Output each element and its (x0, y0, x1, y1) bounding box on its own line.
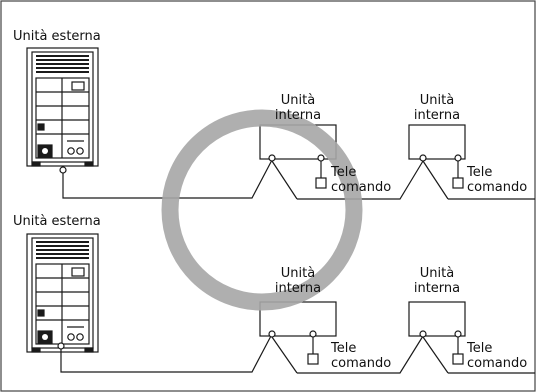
correct-ring-symbol (161, 109, 363, 311)
wiring-bottom (57, 301, 535, 374)
indoor-unit-2-line2: interna (413, 108, 461, 123)
indoor-unit-2-box (408, 124, 466, 160)
remote-3-line1: Tele (331, 341, 357, 356)
remote-2-box (452, 177, 464, 189)
indoor-unit-4-line1: Unità (419, 266, 455, 281)
remote-4-box (452, 353, 464, 365)
remote-4-line1: Tele (467, 341, 493, 356)
remote-4-line2: comando (467, 356, 528, 371)
remote-1-line1: Tele (331, 165, 357, 180)
remote-1-line2: comando (331, 180, 392, 195)
indoor-unit-4-box (408, 301, 466, 337)
indoor-unit-3-label: Unità interna (268, 266, 328, 296)
remote-1-label: Tele comando (331, 165, 391, 195)
indoor-unit-2-label: Unità interna (407, 93, 467, 123)
outdoor-unit-2-label: Unità esterna (13, 214, 101, 229)
outdoor-unit-1-drawing (26, 47, 99, 167)
wiring-top (59, 124, 535, 200)
remote-3-label: Tele comando (331, 341, 391, 371)
remote-2-line1: Tele (467, 165, 493, 180)
remote-1-box (315, 177, 327, 189)
indoor-unit-1-line2: interna (274, 108, 322, 123)
indoor-unit-4-label: Unità interna (407, 266, 467, 296)
remote-2-line2: comando (467, 180, 528, 195)
remote-4-label: Tele comando (467, 341, 527, 371)
remote-3-line2: comando (331, 356, 392, 371)
outdoor-unit-2-drawing (26, 233, 99, 353)
indoor-unit-1-line1: Unità (280, 93, 316, 108)
outdoor-unit-1-label: Unità esterna (13, 29, 101, 44)
indoor-unit-4-line2: interna (413, 281, 461, 296)
indoor-unit-3-line2: interna (274, 281, 322, 296)
remote-2-label: Tele comando (467, 165, 527, 195)
indoor-unit-3-line1: Unità (280, 266, 316, 281)
indoor-unit-1-label: Unità interna (268, 93, 328, 123)
remote-3-box (307, 353, 319, 365)
indoor-unit-2-line1: Unità (419, 93, 455, 108)
